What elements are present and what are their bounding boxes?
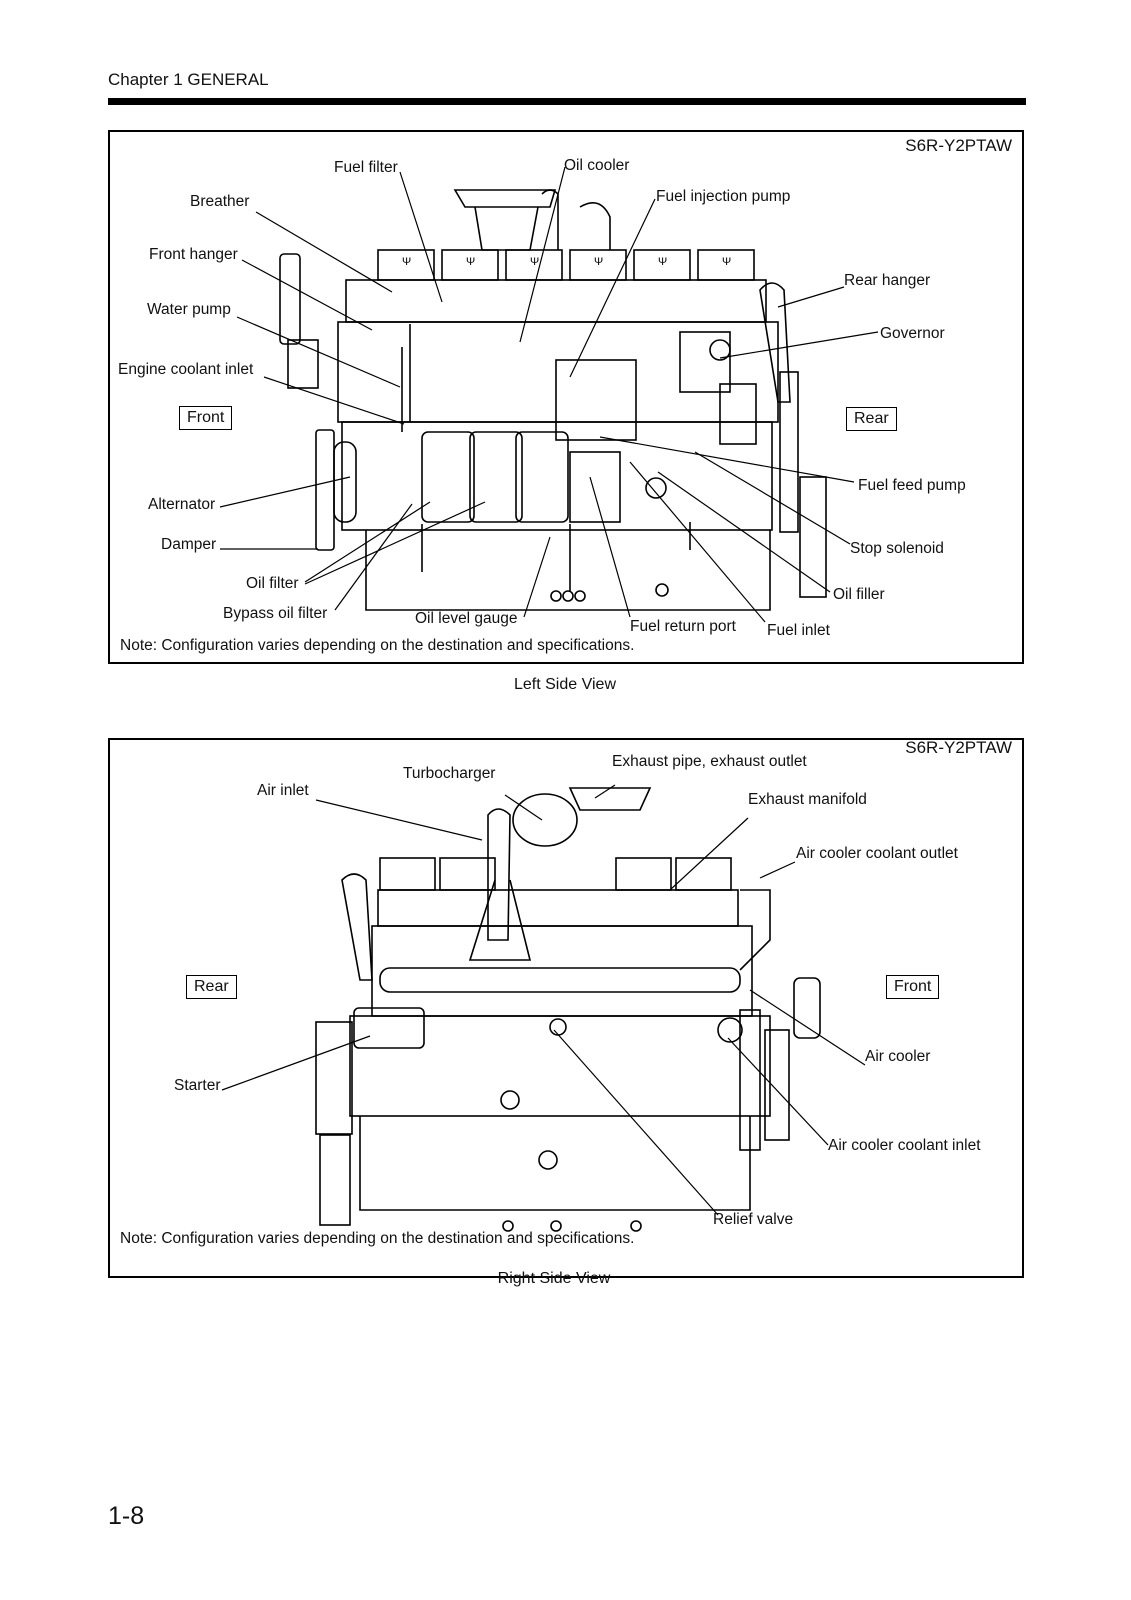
rear-direction-box: Rear bbox=[846, 407, 897, 431]
header-rule bbox=[108, 98, 1026, 105]
label-exhaust-pipe: Exhaust pipe, exhaust outlet bbox=[612, 753, 807, 770]
model-label: S6R-Y2PTAW bbox=[905, 738, 1012, 757]
svg-text:Ψ: Ψ bbox=[658, 256, 667, 268]
label-air-inlet: Air inlet bbox=[257, 782, 309, 799]
label-relief-valve: Relief valve bbox=[713, 1211, 794, 1228]
label-air-cooler-coolant-outlet: Air cooler coolant outlet bbox=[796, 845, 958, 862]
label-alternator: Alternator bbox=[148, 496, 216, 513]
left-view-caption: Left Side View bbox=[514, 676, 616, 693]
page-number: 1-8 bbox=[108, 1502, 145, 1530]
svg-text:Ψ: Ψ bbox=[466, 256, 475, 268]
label-air-cooler-coolant-inlet: Air cooler coolant inlet bbox=[828, 1137, 981, 1154]
label-fuel-filter: Fuel filter bbox=[334, 159, 398, 176]
label-fuel-feed-pump: Fuel feed pump bbox=[858, 477, 966, 494]
rear-direction-box: Rear bbox=[186, 975, 237, 999]
label-fuel-return-port: Fuel return port bbox=[630, 618, 736, 635]
front-direction-box: Front bbox=[179, 406, 233, 430]
configuration-note: Note: Configuration varies depending on … bbox=[120, 1230, 635, 1247]
label-damper: Damper bbox=[161, 536, 217, 553]
right-view-figure: S6R-Y2PTAW Exhaust pipe, exhaust outlet … bbox=[108, 738, 1024, 1278]
configuration-note: Note: Configuration varies depending on … bbox=[120, 637, 635, 654]
label-starter: Starter bbox=[174, 1077, 221, 1094]
svg-text:Ψ: Ψ bbox=[530, 256, 539, 268]
right-view-caption: Right Side View bbox=[497, 1270, 611, 1287]
label-oil-level-gauge: Oil level gauge bbox=[415, 610, 518, 627]
right-engine-drawing bbox=[221, 784, 866, 1232]
chapter-heading: Chapter 1 GENERAL bbox=[108, 70, 269, 89]
label-fuel-inlet: Fuel inlet bbox=[767, 622, 830, 639]
svg-text:Ψ: Ψ bbox=[722, 256, 731, 268]
svg-text:Ψ: Ψ bbox=[402, 256, 411, 268]
label-exhaust-manifold: Exhaust manifold bbox=[748, 791, 867, 808]
label-air-cooler: Air cooler bbox=[865, 1048, 931, 1065]
svg-text:Ψ: Ψ bbox=[594, 256, 603, 268]
label-oil-cooler: Oil cooler bbox=[564, 157, 630, 174]
label-engine-coolant-inlet: Engine coolant inlet bbox=[118, 361, 254, 378]
label-fuel-injection-pump: Fuel injection pump bbox=[656, 188, 791, 205]
label-oil-filler: Oil filler bbox=[833, 586, 885, 603]
label-governor: Governor bbox=[880, 325, 945, 342]
label-bypass-oil-filter: Bypass oil filter bbox=[223, 605, 328, 622]
label-rear-hanger: Rear hanger bbox=[844, 272, 931, 289]
model-label: S6R-Y2PTAW bbox=[905, 136, 1012, 155]
label-front-hanger: Front hanger bbox=[149, 246, 238, 263]
label-oil-filter: Oil filter bbox=[246, 575, 299, 592]
label-breather: Breather bbox=[190, 193, 250, 210]
label-water-pump: Water pump bbox=[147, 301, 231, 318]
label-stop-solenoid: Stop solenoid bbox=[850, 540, 944, 557]
label-turbocharger: Turbocharger bbox=[403, 765, 496, 782]
front-direction-box: Front bbox=[886, 975, 940, 999]
